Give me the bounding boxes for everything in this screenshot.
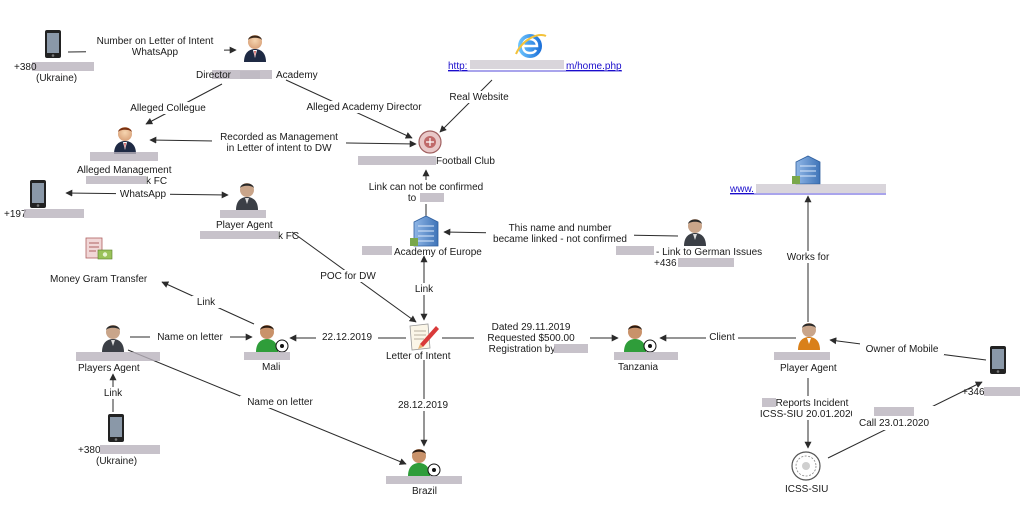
edge-label-client: Client [709, 332, 735, 343]
node-players-agent-left[interactable]: Players Agent [76, 325, 160, 374]
node-label: +346 [962, 387, 985, 398]
football-player-icon [256, 325, 289, 353]
money-transfer-icon [85, 237, 113, 260]
node-alleged-management[interactable]: Alleged Management k FC [77, 127, 172, 187]
person-suit-icon [244, 35, 266, 62]
node-label: Director [196, 70, 232, 81]
edge-labels: Number on Letter of Intent WhatsApp Alle… [86, 34, 944, 430]
edge-label-date-22: 22.12.2019 [322, 332, 372, 343]
node-player-agent-right[interactable]: Player Agent [774, 323, 837, 374]
node-link-text[interactable]: m/home.php [566, 61, 622, 72]
football-player-icon [408, 449, 441, 477]
node-player-agent-fc[interactable]: Player Agent k FC [200, 183, 299, 242]
edge-label-number-letter-2: WhatsApp [132, 47, 179, 58]
node-brazil[interactable]: Brazil [386, 449, 462, 497]
edge-label-whatsapp: WhatsApp [120, 189, 167, 200]
edge-real-website [439, 79, 493, 133]
person-agent-icon [102, 325, 124, 352]
node-label: Letter of Intent [386, 351, 451, 362]
node-phone-197[interactable]: +197 [4, 180, 84, 220]
node-director-academy[interactable]: Director Academy [196, 35, 318, 81]
mobile-phone-icon [108, 414, 124, 442]
node-label: ICSS-SIU [785, 484, 828, 495]
node-label: Players Agent [78, 363, 140, 374]
node-football-club[interactable]: Football Club [358, 130, 495, 167]
mobile-phone-icon [45, 30, 61, 58]
edge-label-reports-incident-1: Reports Incident [776, 398, 849, 409]
seal-icon [791, 451, 821, 481]
mobile-phone-icon [990, 346, 1006, 374]
node-label: Academy [276, 70, 318, 81]
mobile-phone-icon [30, 180, 46, 208]
football-club-crest-icon [418, 130, 442, 154]
node-phone-ukraine-bottom[interactable]: +380 (Ukraine) [78, 414, 160, 467]
internet-explorer-icon [515, 34, 547, 58]
edge-label-recorded-management-2: in Letter of intent to DW [226, 143, 332, 154]
edge-label-name-number-1: This name and number [509, 223, 613, 234]
edge-label-link-not-confirmed-1: Link can not be confirmed [369, 182, 484, 193]
node-label: Football Club [436, 156, 495, 167]
edge-label-reports-incident-2: ICSS-SIU 20.01.2020 [760, 409, 857, 420]
edge-label-works-for: Works for [787, 252, 830, 263]
edge-label-real-website: Real Website [449, 92, 509, 103]
edge-label-dated-29-3: Registration by [489, 344, 556, 355]
node-label: k FC [146, 176, 167, 187]
node-label: +380 [14, 62, 37, 73]
node-link-text[interactable]: http: [448, 61, 467, 72]
node-label: Alleged Management [77, 165, 172, 176]
node-tanzania[interactable]: Tanzania [614, 325, 678, 373]
edge-label-dated-29-1: Dated 29.11.2019 [492, 322, 571, 333]
edge-label-dated-29-2: Requested $500.00 [487, 333, 575, 344]
document-pen-icon [409, 323, 439, 351]
edge-label-name-number-2: became linked - not confirmed [493, 234, 627, 245]
edge-label-link-ukraine-agent: Link [104, 388, 123, 399]
node-label: Academy of Europe [394, 247, 482, 258]
node-label: Money Gram Transfer [50, 274, 148, 285]
node-label: Mali [262, 362, 280, 373]
edge-label-alleged-collegue: Alleged Collegue [130, 103, 206, 114]
edge-label-recorded-management-1: Recorded as Management [220, 132, 338, 143]
edge-label-owner-mobile: Owner of Mobile [866, 344, 939, 355]
node-website-home[interactable]: http: m/home.php [448, 34, 622, 72]
football-player-icon [624, 325, 657, 353]
node-label: +436 [654, 258, 677, 269]
edge-label-alleged-director: Alleged Academy Director [306, 102, 422, 113]
node-website-www[interactable]: www. [729, 155, 886, 195]
edge-label-poc-dw: POC for DW [320, 271, 376, 282]
node-phone-ukraine-top[interactable]: +380 (Ukraine) [14, 30, 94, 84]
node-letter-intent[interactable]: Letter of Intent [386, 323, 451, 362]
building-icon [410, 215, 439, 247]
node-label: Player Agent [780, 363, 837, 374]
edge-label-date-28: 28.12.2019 [398, 400, 448, 411]
edge-label-link-money-gram: Link [197, 297, 216, 308]
node-label: k FC [278, 231, 299, 242]
person-agent-icon [684, 219, 706, 246]
node-label: - Link to German Issues [656, 247, 762, 258]
edge-label-link-not-confirmed-2: to [408, 193, 417, 204]
node-label: Player Agent [216, 220, 273, 231]
node-label: +380 [78, 445, 101, 456]
node-label: +197 [4, 209, 27, 220]
person-suit-icon [114, 127, 136, 154]
node-mali[interactable]: Mali [244, 325, 290, 373]
node-label: (Ukraine) [96, 456, 137, 467]
node-academy-europe[interactable]: Academy of Europe [362, 215, 482, 258]
edge-label-name-on-letter-brazil: Name on letter [247, 397, 313, 408]
building-icon [792, 155, 821, 185]
edge-label-call-23: Call 23.01.2020 [859, 418, 929, 429]
edge-label-name-on-letter-mali: Name on letter [157, 332, 223, 343]
edge-label-link-academy-letter: Link [415, 284, 434, 295]
person-agent-orange-icon [798, 323, 820, 350]
node-german-issues[interactable]: - Link to German Issues +436 [616, 219, 762, 269]
node-money-gram[interactable]: Money Gram Transfer [50, 237, 148, 285]
edge-label-number-letter-1: Number on Letter of Intent [97, 36, 214, 47]
node-phone-346[interactable]: +346 [962, 346, 1020, 398]
person-agent-icon [236, 183, 258, 210]
node-link-text[interactable]: www. [729, 184, 754, 195]
node-label: Tanzania [618, 362, 658, 373]
node-icss-siu[interactable]: ICSS-SIU [785, 451, 828, 495]
node-label: Brazil [412, 486, 437, 497]
node-label: (Ukraine) [36, 73, 77, 84]
